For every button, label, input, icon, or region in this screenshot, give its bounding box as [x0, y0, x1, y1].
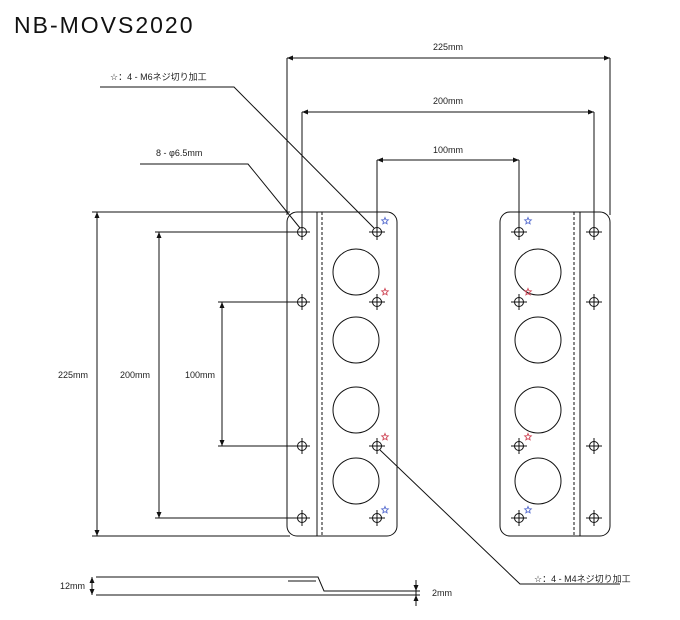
dim-200-label: 200mm	[433, 96, 463, 106]
left-plate-outline	[286, 211, 398, 537]
thread-star-icon	[523, 287, 533, 296]
left-plate	[286, 211, 398, 537]
small-hole	[369, 438, 385, 454]
arrow-head	[377, 157, 383, 163]
dim-12mm-label: 12mm	[60, 581, 85, 591]
arrow-head	[588, 109, 594, 115]
dim-v100-label: 100mm	[185, 370, 215, 380]
right-plate-large-hole-2	[514, 316, 562, 364]
small-holes	[294, 224, 602, 526]
left-plate-large-hole-2	[332, 316, 380, 364]
arrow-head	[89, 577, 95, 583]
dim-v225-label: 225mm	[58, 370, 88, 380]
thread-star-icon	[380, 505, 390, 514]
left-plate-large-hole-3	[332, 386, 380, 434]
small-hole	[369, 294, 385, 310]
drawing-title: NB-MOVS2020	[14, 12, 195, 38]
thread-star-icon	[523, 216, 533, 225]
dim-v200-label: 200mm	[120, 370, 150, 380]
thread-markers	[380, 216, 533, 514]
side-profile	[91, 576, 420, 606]
small-hole	[511, 438, 527, 454]
arrow-head	[219, 440, 225, 446]
profile-bend	[288, 576, 396, 592]
left-plate-large-hole-4	[332, 457, 380, 505]
right-plate	[499, 211, 611, 537]
arrow-head	[513, 157, 519, 163]
small-hole	[511, 294, 527, 310]
callout-m4-thread: ☆：4 - M4ネジ切り加工	[534, 574, 631, 584]
leader-lines	[100, 86, 620, 585]
arrow-head	[413, 595, 419, 601]
thread-star-icon	[523, 505, 533, 514]
left-plate-large-hole-1	[332, 248, 380, 296]
arrow-head	[604, 55, 610, 61]
arrow-head	[94, 212, 100, 218]
arrow-head	[89, 589, 95, 595]
arrow-head	[302, 109, 308, 115]
arrow-head	[219, 302, 225, 308]
right-plate-large-hole-3	[514, 386, 562, 434]
arrow-head	[94, 530, 100, 536]
small-hole	[586, 294, 602, 310]
leader-m6	[100, 86, 375, 229]
arrow-head	[287, 55, 293, 61]
thread-star-icon	[380, 287, 390, 296]
small-hole	[586, 510, 602, 526]
small-hole	[511, 510, 527, 526]
arrow-head	[156, 232, 162, 238]
dim-225-label: 225mm	[433, 42, 463, 52]
dimension-arrows	[89, 55, 610, 601]
small-hole	[586, 438, 602, 454]
right-plate-outline	[499, 211, 611, 537]
callout-hole-diameter: 8 - φ6.5mm	[156, 148, 202, 158]
thread-star-icon	[380, 216, 390, 225]
dim-2mm-label: 2mm	[432, 588, 452, 598]
left-dimensions	[92, 211, 302, 537]
leader-m4	[379, 449, 620, 585]
arrow-head	[413, 585, 419, 591]
thread-star-icon	[380, 432, 390, 441]
thread-star-icon	[523, 432, 533, 441]
small-hole	[369, 510, 385, 526]
right-plate-large-hole-1	[514, 248, 562, 296]
leader-hole	[140, 163, 301, 229]
arrow-head	[156, 512, 162, 518]
callout-m6-thread: ☆：4 - M6ネジ切り加工	[110, 72, 207, 82]
dim-100-label: 100mm	[433, 145, 463, 155]
right-plate-large-hole-4	[514, 457, 562, 505]
top-dimensions	[286, 57, 611, 232]
